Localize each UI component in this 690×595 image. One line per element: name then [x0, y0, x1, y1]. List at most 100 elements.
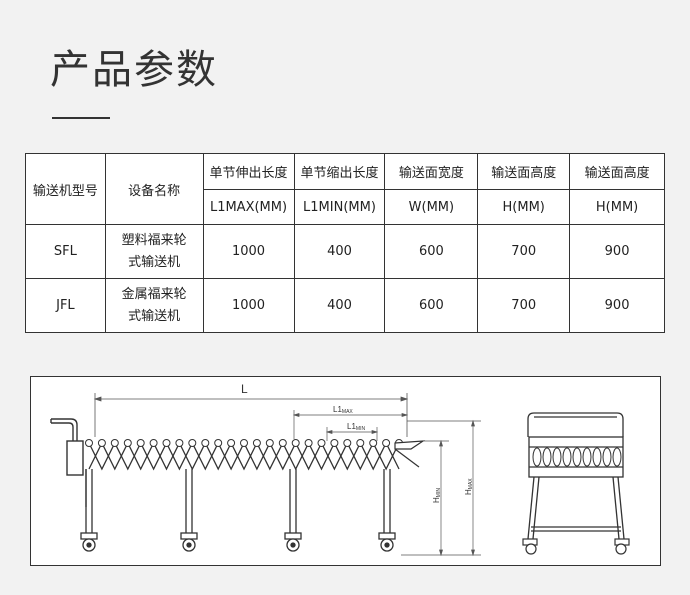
- header-model: 输送机型号: [25, 153, 106, 225]
- cell-name-line1: 塑料福来轮: [121, 232, 187, 248]
- conveyor-side-view: [527, 412, 625, 540]
- roller: [356, 439, 365, 447]
- roller: [214, 439, 223, 447]
- caster-mount: [180, 532, 198, 540]
- conveyor-handle: [50, 418, 84, 476]
- cell-hmax: 900: [569, 224, 665, 279]
- side-roller: [532, 447, 542, 467]
- roller: [330, 439, 339, 447]
- roller: [304, 439, 313, 447]
- conveyor-end-plate: [394, 440, 426, 468]
- roller: [369, 439, 378, 447]
- roller: [85, 439, 93, 447]
- svg-text:L1MAX: L1MAX: [333, 405, 353, 415]
- cell-name-line2: 式输送机: [128, 308, 181, 324]
- label-l: L: [241, 382, 248, 396]
- cell-hmax: 900: [569, 278, 665, 333]
- cell-model: SFL: [25, 224, 106, 279]
- table-unit-row: L1MAX(MM) L1MIN(MM) W(MM) H(MM) H(MM): [26, 189, 665, 225]
- caster-mount: [80, 532, 98, 540]
- cell-l1max: 1000: [202, 224, 295, 279]
- label-l1min: L1: [347, 422, 356, 431]
- roller: [136, 439, 145, 447]
- dimension-l1max: [292, 410, 409, 439]
- side-roller: [612, 447, 622, 467]
- cell-hmin: 700: [477, 278, 571, 333]
- cell-name-line1: 金属福来轮: [121, 286, 187, 302]
- side-view-wheels: [522, 538, 630, 555]
- roller: [382, 439, 391, 447]
- side-roller: [602, 447, 612, 467]
- side-roller: [572, 447, 582, 467]
- side-roller: [552, 447, 562, 467]
- scissor-link-lower: [88, 441, 400, 471]
- side-roller: [562, 447, 572, 467]
- roller: [227, 439, 236, 447]
- header-l1min: 单节缩出长度: [293, 153, 386, 190]
- roller: [188, 439, 197, 447]
- roller: [291, 439, 300, 447]
- svg-text:L1MIN: L1MIN: [347, 422, 365, 432]
- conveyor-legs: [80, 469, 396, 552]
- caster-mount: [378, 532, 396, 540]
- cell-name: 金属福来轮 式输送机: [104, 278, 204, 333]
- unit-hmin: H(MM): [477, 189, 571, 225]
- cell-l1max: 1000: [202, 278, 295, 333]
- header-l1max: 单节伸出长度: [202, 153, 295, 190]
- cell-width: 600: [384, 224, 479, 279]
- cell-width: 600: [384, 278, 479, 333]
- side-view-rollers: [532, 447, 622, 467]
- roller: [278, 439, 287, 447]
- roller: [123, 439, 132, 447]
- label-hmax: H: [464, 489, 473, 495]
- roller: [317, 439, 326, 447]
- caster-hub: [86, 542, 92, 548]
- roller: [252, 439, 261, 447]
- roller: [175, 439, 184, 447]
- table-row: SFL 塑料福来轮 式输送机 1000 400 600 700 900: [25, 224, 665, 279]
- conveyor-rollers: [85, 439, 403, 447]
- table-row: JFL 金属福来轮 式输送机 1000 400 600 700 900: [25, 278, 665, 333]
- table-header-row: 输送机型号 设备名称 单节伸出长度 单节缩出长度 输送面宽度 输送面高度 输送面…: [25, 153, 665, 225]
- cell-name-line2: 式输送机: [128, 254, 181, 270]
- dimension-h: [401, 419, 481, 557]
- label-l1max: L1: [333, 405, 342, 414]
- label-hmax-sub: MAX: [468, 478, 474, 490]
- caster-hub: [384, 542, 390, 548]
- label-min-sub: MIN: [356, 426, 366, 432]
- cell-l1min: 400: [293, 278, 386, 333]
- page-title: 产品参数: [50, 47, 218, 93]
- label-hmin-sub: MIN: [436, 488, 442, 498]
- side-roller: [542, 447, 552, 467]
- roller: [201, 439, 210, 447]
- caster-hub: [290, 542, 296, 548]
- unit-l1min: L1MIN(MM): [293, 189, 386, 225]
- roller: [240, 439, 248, 447]
- roller: [343, 439, 352, 447]
- side-roller: [582, 447, 592, 467]
- cell-name: 塑料福来轮 式输送机: [104, 224, 204, 279]
- conveyor-drawing: L L1MAX L1MIN: [50, 382, 630, 557]
- title-underline: [52, 117, 110, 119]
- cell-l1min: 400: [293, 224, 386, 279]
- roller: [110, 439, 119, 447]
- label-hmin: H: [432, 497, 441, 503]
- svg-text:HMAX: HMAX: [464, 478, 474, 495]
- cell-hmin: 700: [477, 224, 571, 279]
- header-name: 设备名称: [104, 153, 204, 225]
- cell-model: JFL: [25, 278, 106, 333]
- spec-table: 输送机型号 设备名称 单节伸出长度 单节缩出长度 输送面宽度 输送面高度 输送面…: [25, 153, 665, 333]
- caster-hub: [186, 542, 192, 548]
- roller: [162, 439, 171, 447]
- unit-hmax: H(MM): [569, 189, 665, 225]
- roller: [97, 439, 106, 447]
- header-width: 输送面宽度: [384, 153, 479, 190]
- caster-mount: [284, 532, 302, 540]
- header-hmax: 输送面高度: [569, 153, 665, 190]
- roller: [265, 439, 274, 447]
- unit-l1max: L1MAX(MM): [202, 189, 295, 225]
- label-max-sub: MAX: [342, 409, 354, 415]
- dimension-l1min: [325, 427, 379, 441]
- roller: [149, 439, 158, 447]
- conveyor-diagram: L L1MAX L1MIN: [30, 376, 661, 566]
